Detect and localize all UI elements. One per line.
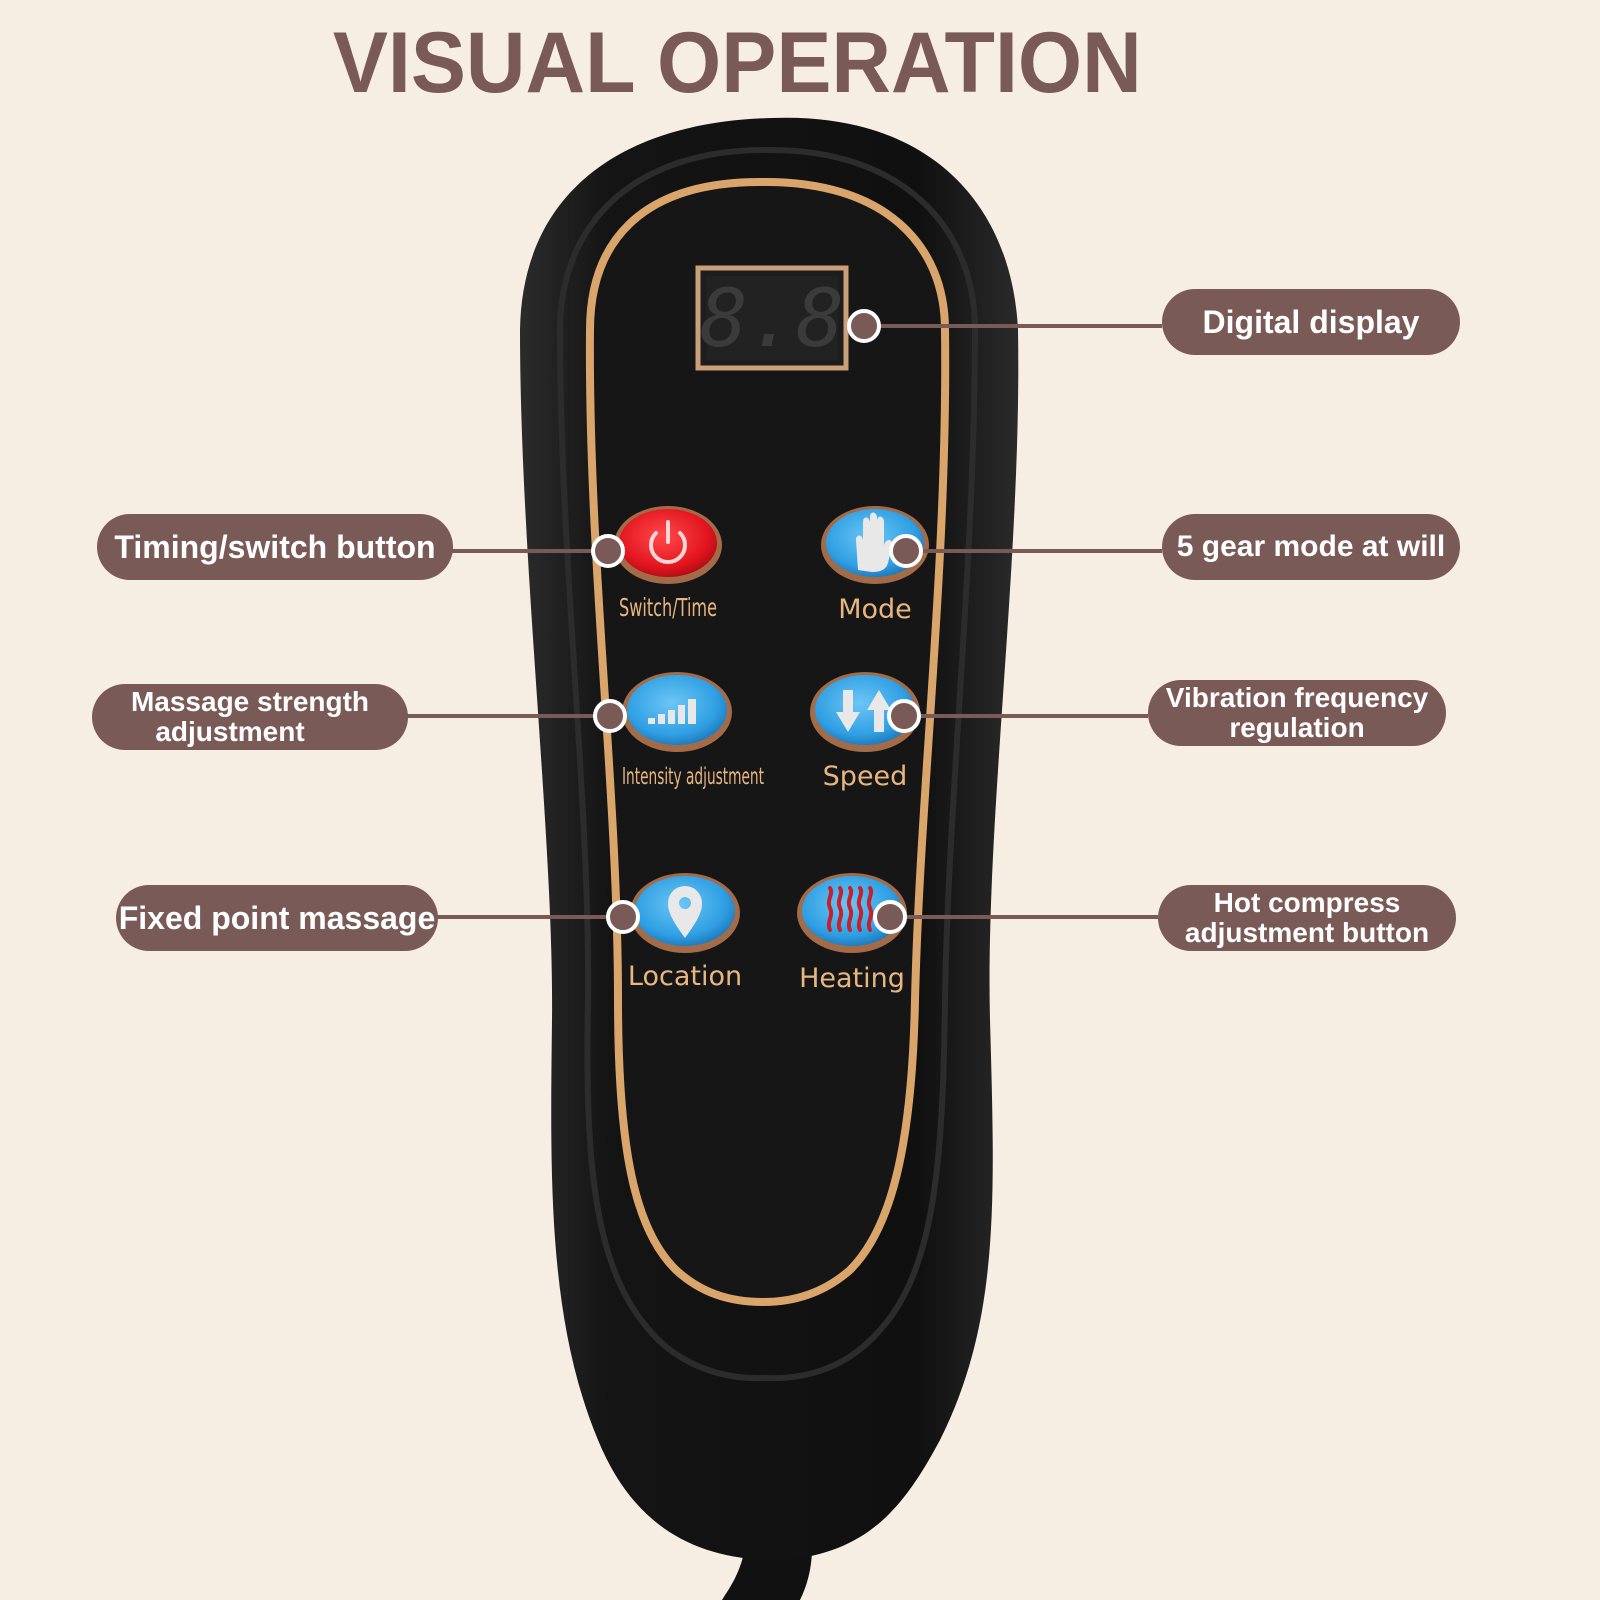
dot-digital-display (847, 309, 881, 343)
callout-strength: Massage strength adjustment (92, 684, 408, 750)
callout-vibration-line1: Vibration frequency (1165, 682, 1429, 713)
intensity-button[interactable] (622, 672, 732, 752)
callout-fixed-point-text: Fixed point massage (118, 899, 436, 936)
callout-lines (405, 324, 1162, 919)
dot-strength (593, 699, 627, 733)
dot-timing-switch (591, 534, 625, 568)
speed-button[interactable] (810, 672, 920, 752)
mode-label: Mode (838, 594, 912, 625)
cable (722, 1548, 812, 1600)
dot-fixed-point (606, 900, 640, 934)
callout-vibration-line2: regulation (1229, 712, 1365, 743)
callout-timing-switch-text: Timing/switch button (114, 528, 436, 565)
location-pin-icon (668, 886, 702, 938)
callout-timing-switch: Timing/switch button (97, 514, 453, 580)
callout-hot-compress: Hot compress adjustment button (1158, 885, 1456, 951)
switch-time-label: Switch/Time (619, 593, 717, 622)
gold-trim-panel (585, 177, 950, 1307)
dot-hot-compress (873, 900, 907, 934)
switch-time-button[interactable] (614, 506, 722, 584)
intensity-label: Intensity adjustment (622, 764, 764, 790)
callout-fixed-point: Fixed point massage (116, 885, 438, 951)
dot-vibration (887, 699, 921, 733)
callout-strength-line2: adjustment (155, 716, 305, 747)
location-button[interactable] (630, 873, 740, 953)
remote-ridge (556, 146, 979, 1382)
page-title: VISUAL OPERATION (332, 15, 1142, 111)
callout-hot-compress-line2: adjustment button (1184, 917, 1430, 948)
location-label: Location (628, 961, 742, 992)
callout-gear-mode: 5 gear mode at will (1162, 514, 1460, 580)
dot-gear-mode (889, 534, 923, 568)
digital-display: 8.8 (695, 265, 849, 371)
heating-label: Heating (799, 963, 905, 994)
callout-hot-compress-line1: Hot compress (1213, 887, 1401, 918)
callout-gear-mode-text: 5 gear mode at will (1176, 530, 1446, 563)
heating-button[interactable] (797, 873, 907, 953)
display-readout: 8.8 (700, 272, 845, 365)
hand-icon (856, 512, 893, 572)
signal-bars-icon (648, 699, 696, 724)
heat-waves-icon (826, 886, 874, 932)
callout-strength-line1: Massage strength (130, 686, 370, 717)
speed-label: Speed (823, 761, 908, 792)
up-down-arrows-icon (836, 690, 891, 732)
callout-digital-display-text: Digital display (1202, 303, 1420, 340)
callout-dots (591, 309, 923, 934)
callout-digital-display: Digital display (1162, 289, 1460, 355)
power-icon (649, 520, 687, 565)
callout-vibration: Vibration frequency regulation (1148, 680, 1446, 746)
